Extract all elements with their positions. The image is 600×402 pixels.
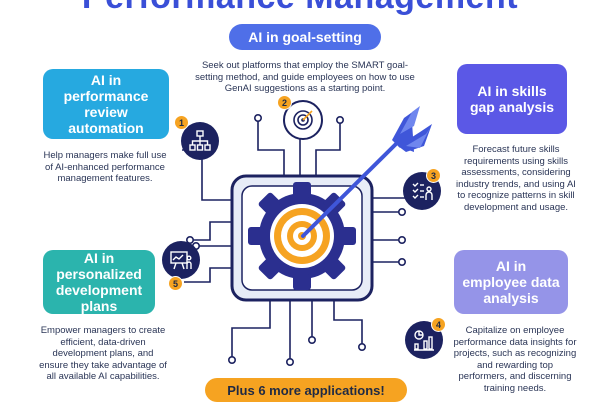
flowchart-icon [181,122,219,160]
presentation-board-icon [162,241,200,279]
card-5-title: AI in personalized development plans [43,250,155,314]
number-badge-2: 2 [277,95,292,110]
goal-setting-description: Seek out platforms that employ the SMART… [195,60,415,95]
card-4-title: AI in employee data analysis [454,250,568,314]
trace-terminals [186,114,406,366]
more-applications-button[interactable]: Plus 6 more applications! [205,378,407,402]
number-badge-3: 3 [426,168,441,183]
card-5-description: Empower managers to create efficient, da… [39,325,167,383]
card-3-description: Forecast future skills requirements usin… [456,144,576,213]
goal-setting-title: AI in goal-setting [229,24,381,50]
page-title: Performance Management [0,0,600,17]
arrow-icon [301,106,432,238]
number-badge-1: 1 [174,115,189,130]
card-1-title: AI in performance review automation [43,69,169,139]
number-badge-5: 5 [168,276,183,291]
card-4-description: Capitalize on employee performance data … [453,325,577,394]
number-badge-4: 4 [431,317,446,332]
card-1-description: Help managers make full use of AI-enhanc… [43,150,167,185]
card-3-title: AI in skills gap analysis [457,64,567,134]
